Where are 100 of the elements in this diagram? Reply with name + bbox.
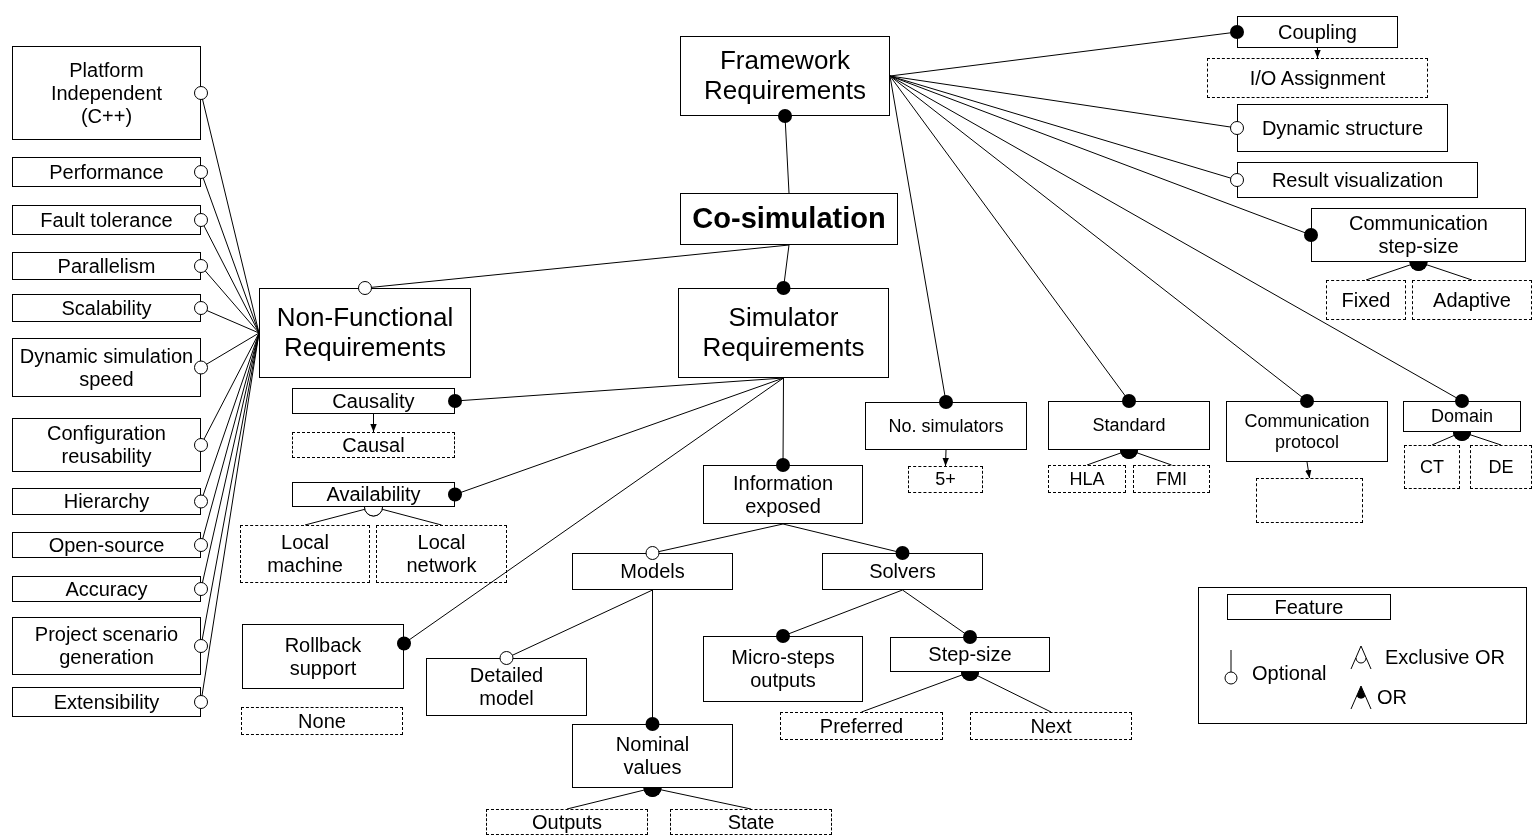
- feature-box: [680, 193, 898, 245]
- feature-label: Standard: [1092, 415, 1166, 436]
- feature-label: Non-Functional Requirements: [275, 303, 455, 363]
- feature-label: Nominal values: [614, 733, 691, 779]
- feature-label: Framework Requirements: [703, 46, 867, 106]
- feature-label: CT: [1420, 456, 1444, 478]
- feature-label: Open-source: [48, 533, 165, 557]
- feature-label: Coupling: [1278, 20, 1357, 44]
- feature-box: [12, 252, 201, 280]
- feature-label: 5+: [935, 469, 956, 490]
- feature-label: Information exposed: [731, 471, 835, 518]
- feature-box: [703, 465, 863, 524]
- connector-line: [499, 589, 653, 665]
- connector-line: [902, 589, 977, 644]
- connector-line: [194, 213, 260, 334]
- feature-box: [12, 338, 201, 397]
- feature-label: Local network: [405, 531, 478, 577]
- feature-label: Rollback support: [283, 633, 363, 680]
- feature-label: Communication protocol: [1243, 410, 1371, 453]
- legend-label: OR: [1377, 687, 1407, 707]
- feature-label: Dynamic structure: [1261, 116, 1424, 140]
- feature-label: Platform Independent (C++): [49, 58, 164, 128]
- feature-box: [1226, 401, 1388, 462]
- feature-box: [292, 482, 455, 507]
- feature-label: Availability: [326, 483, 421, 506]
- feature-label: Extensibility: [53, 690, 160, 714]
- connector-line: [889, 75, 1136, 408]
- connector-line: [889, 75, 1314, 408]
- dashed-feature-box: [1470, 445, 1532, 489]
- connector-line: [194, 259, 260, 334]
- feature-label: HLA: [1069, 468, 1105, 490]
- connector-line: [364, 506, 442, 526]
- feature-label: Models: [620, 560, 685, 583]
- feature-label: Accuracy: [65, 577, 148, 601]
- connector-line: [961, 671, 1052, 713]
- dashed-feature-box: [670, 809, 832, 835]
- dashed-feature-box: [780, 712, 943, 740]
- feature-label: Causal: [342, 433, 405, 457]
- connector-line: [889, 75, 1318, 242]
- connector-line: [776, 377, 790, 472]
- connector-line: [889, 25, 1244, 77]
- feature-box-sample: Feature: [1227, 594, 1391, 620]
- feature-label: Adaptive: [1433, 288, 1511, 312]
- feature-label: Dynamic simulation speed: [18, 344, 195, 391]
- feature-label: Micro-steps outputs: [730, 646, 836, 692]
- feature-box: [259, 288, 471, 378]
- connector-line: [778, 109, 792, 194]
- dashed-feature-box: [1048, 465, 1126, 493]
- feature-label: Result visualization: [1271, 168, 1444, 192]
- feature-label: State: [727, 810, 775, 834]
- dashed-feature-box: [292, 432, 455, 458]
- feature-box: [1237, 162, 1478, 198]
- connector-line: [782, 523, 910, 560]
- dashed-feature-box: [1326, 280, 1406, 320]
- feature-box: [242, 624, 404, 689]
- connector-line: [776, 589, 903, 643]
- dashed-feature-box: [1133, 465, 1210, 493]
- feature-box: [12, 617, 201, 675]
- dashed-feature-box: [241, 707, 403, 735]
- connector-line: [776, 244, 791, 295]
- connector-line: [194, 332, 260, 452]
- connector-line: [1314, 47, 1321, 59]
- connector-line: [889, 75, 953, 409]
- feature-box: [12, 46, 201, 140]
- connector-line: [397, 377, 784, 651]
- feature-label: Step-size: [928, 643, 1012, 666]
- dashed-feature-box: [1256, 478, 1363, 523]
- feature-label: None: [298, 709, 346, 733]
- connector-line: [194, 332, 260, 375]
- feature-box: [12, 532, 201, 558]
- feature-label: Domain: [1431, 406, 1493, 427]
- feature-label: Fault tolerance: [40, 208, 173, 232]
- connector-line: [448, 377, 784, 502]
- feature-label: Fixed: [1341, 288, 1391, 312]
- dashed-feature-box: [1412, 280, 1532, 320]
- legend-label: Optional: [1252, 663, 1327, 683]
- feature-label: Communication step-size: [1348, 212, 1489, 258]
- feature-box: [12, 157, 201, 187]
- feature-box: [12, 488, 201, 515]
- feature-box: [1048, 401, 1210, 450]
- feature-label: Hierarchy: [63, 490, 150, 513]
- feature-box: [572, 553, 733, 590]
- connector-line: [1305, 461, 1312, 479]
- dashed-feature-box: [1207, 58, 1428, 98]
- connector-line: [358, 244, 790, 295]
- connector-line: [889, 75, 1469, 408]
- connector-line: [643, 787, 752, 810]
- feature-label: Outputs: [531, 810, 602, 834]
- feature-label: I/O Assignment: [1249, 66, 1386, 90]
- feature-box: [426, 658, 587, 716]
- feature-label: Detailed model: [468, 664, 545, 710]
- connector-line: [194, 165, 260, 334]
- feature-box: [12, 205, 201, 235]
- feature-label: Parallelism: [57, 254, 156, 278]
- dashed-feature-box: [1404, 445, 1460, 489]
- feature-box: [890, 637, 1050, 672]
- connector-line: [942, 449, 949, 467]
- feature-label: Performance: [49, 160, 164, 184]
- connector-line: [194, 301, 260, 334]
- dashed-feature-box: [240, 525, 370, 583]
